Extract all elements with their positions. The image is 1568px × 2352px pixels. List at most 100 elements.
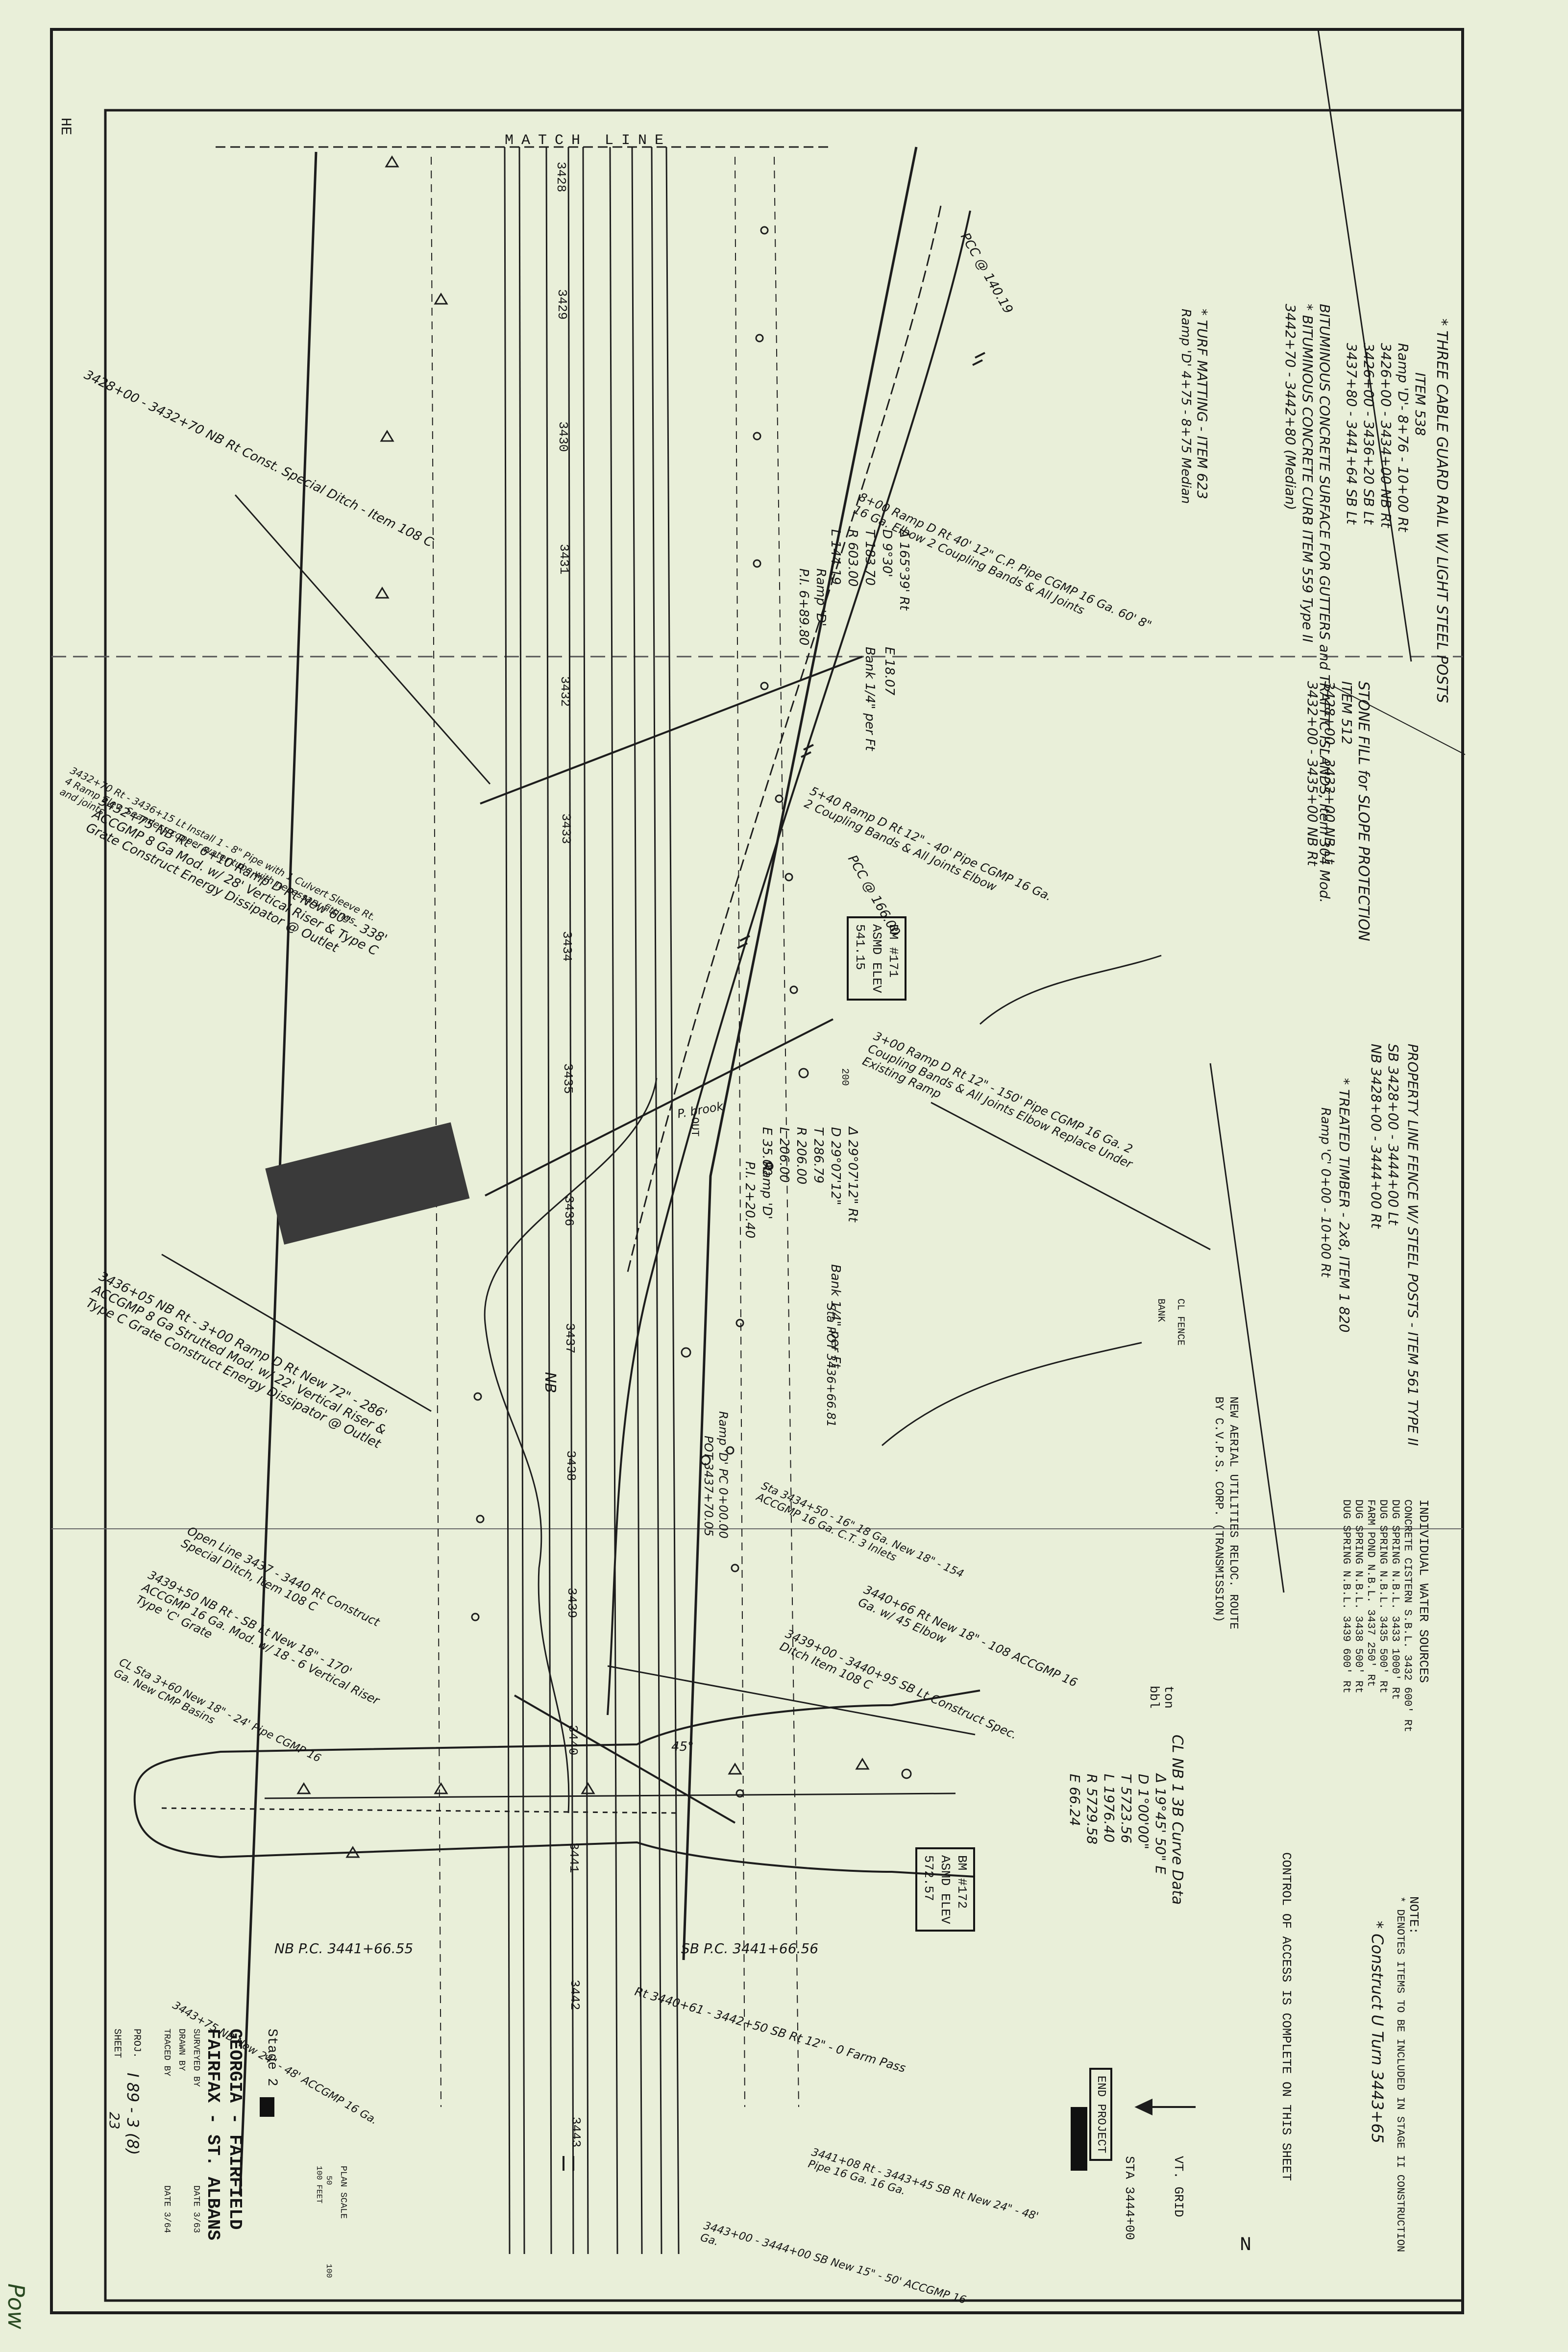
curve-data-title: CL NB 1 3B Curve Data: [1169, 1735, 1186, 1905]
title-drawn: DRAWN BY: [176, 2029, 186, 2071]
map-label: OUT: [688, 1117, 701, 1137]
property-line-left: [239, 151, 318, 2196]
station-mark: SB P.C. 3441+66.56: [681, 1940, 819, 1957]
benchmark-elev: ASMD ELEV: [938, 1855, 953, 1924]
curve-data-row: T 5723.56: [1118, 1774, 1134, 1843]
curve-data-row: L 1976.40: [1101, 1774, 1117, 1843]
plan-scale-title: PLAN SCALE: [338, 2166, 348, 2219]
benchmark-box: BM #172 ASMD ELEV 572.57: [915, 1847, 975, 1932]
station-label: 3442: [567, 1980, 582, 2010]
title-stage: Stage 2: [264, 2029, 279, 2086]
note-bituminous-line: 3442+70 - 3442+80 (Median): [1282, 304, 1298, 511]
end-project-label: END PROJECT: [1094, 2076, 1107, 2154]
station-label: 3428: [554, 162, 568, 193]
note-stone-fill-line: 3428+00 - 3433+00 NB Lt: [1322, 681, 1338, 864]
note-utilities-title: NEW AERIAL UTILITIES RELOC. ROUTE: [1226, 1396, 1240, 1630]
curve-data-row: R 5729.58: [1084, 1774, 1100, 1845]
station-label: 3440: [565, 1725, 580, 1756]
notes-heading: NOTE:: [1406, 1896, 1421, 1935]
note-guard-rail-line: 3426+00 - 3434+00 NB Rt: [1378, 343, 1394, 528]
ramp-curve-row: E 35.00: [760, 1127, 774, 1176]
ramp-curve-row: L 206.00: [777, 1127, 791, 1183]
note-guard-rail-line: ITEM 538: [1412, 372, 1428, 436]
curve-data-row: E 66.24: [1067, 1774, 1083, 1826]
note-timber-title: * TREATED TIMBER - 2x8, ITEM 1 820: [1336, 1078, 1352, 1333]
station-mark: Ramp 'D' PC 0+00.00: [716, 1411, 730, 1539]
plan-scale-value: 100 FEET: [315, 2166, 323, 2204]
title-block: Stage 2 GEORGIA - FAIRFIELD FAIRFAX - ST…: [83, 2019, 377, 2293]
note-bituminous-line: * BITUMINOUS CONCRETE CURB ITEM 559 Type…: [1299, 304, 1316, 643]
station-label: 3429: [555, 289, 569, 320]
ramp-curve-row: T 183.70: [862, 529, 877, 586]
grid-label: VT. GRID: [1171, 2156, 1186, 2217]
note-turf-title: * TURF MATTING - ITEM 623: [1194, 309, 1210, 499]
station-label: 3432: [558, 676, 572, 707]
ramp-curve-row: R 206.00: [794, 1127, 808, 1185]
title-town: FAIRFAX - ST. ALBANS: [203, 2029, 223, 2241]
highway-lines: [504, 147, 680, 2254]
ramp-curve-row: D 9°30': [880, 529, 894, 578]
station-label: 3431: [557, 544, 571, 575]
note-water-line: DUG SPRING N.B.L. 3433 1000' Rt: [1389, 1499, 1401, 1700]
benchmark-title: BM #172: [955, 1855, 969, 1909]
curve-data-row: Δ 19°45' 50" E: [1152, 1774, 1169, 1875]
property-line-right: [682, 147, 918, 1960]
ramp-d-edge: [626, 205, 942, 1274]
u-turn-outline: [133, 1690, 980, 1804]
note-water-title: INDIVIDUAL WATER SOURCES: [1416, 1499, 1431, 1683]
ramp-curve-title: Ramp 'D': [813, 568, 828, 627]
match-line-label: MATCH LINE: [505, 132, 672, 149]
outer-border: [50, 28, 1464, 2314]
note-timber-line: Ramp 'C' 0+00 - 10+00 Rt: [1318, 1107, 1333, 1277]
ramp-curve-row: Δ 29°07'12" Rt: [845, 1127, 860, 1222]
culvert-pipe: [485, 1018, 833, 1197]
title-date: DATE 3/63: [191, 2185, 201, 2233]
culvert-pipe: [514, 1694, 736, 1824]
note-fence-line: NB 3428+00 - 3444+00 Rt: [1368, 1044, 1384, 1228]
end-project-box: END PROJECT: [1089, 2068, 1112, 2161]
note-water-line: DUG SPRING N.B.L. 3439 600' Rt: [1340, 1499, 1352, 1694]
map-label: 45°: [671, 1740, 694, 1754]
control-access-note: CONTROL OF ACCESS IS COMPLETE ON THIS SH…: [1279, 1852, 1294, 2181]
note-guard-rail-line: 3426+00 - 3436+20 SB Lt: [1361, 343, 1377, 524]
ramp-curve-row: D 29°07'12": [828, 1127, 843, 1205]
note-utilities-line: BY C.V.P.S. CORP. (TRANSMISSION): [1212, 1396, 1225, 1622]
station-label: 3443: [568, 2117, 583, 2148]
benchmark-value: 572.57: [921, 1855, 936, 1901]
sheet-mark: HE: [57, 118, 74, 136]
note-turf-line: Ramp 'D' 4+75 - 8+75 Median: [1178, 309, 1193, 504]
ramp-curve-row: P.I. 6+89.80: [796, 568, 811, 646]
station-label: 3441: [566, 1842, 581, 1873]
title-sheet-no: 23: [106, 2112, 122, 2130]
end-project-marker: [1071, 2107, 1087, 2171]
title-sheet-label: SHEET: [111, 2029, 122, 2058]
ramp-curve-row: T 286.79: [811, 1127, 826, 1184]
plan-scale-value: 100: [324, 2264, 333, 2278]
map-label: ton: [1161, 1686, 1176, 1709]
margin-handwriting: Pow: [3, 2283, 29, 2329]
ramp-curve-row: Bank 1/4" per Ft: [862, 647, 877, 751]
u-turn-note: * Construct U Turn 3443+65: [1368, 1921, 1387, 2144]
culvert-pipe: [480, 656, 863, 805]
station-label: 3433: [559, 813, 573, 844]
north-arrow: [1134, 2098, 1196, 2116]
map-label: NB: [541, 1372, 559, 1394]
note-water-line: FARM POND N.B.L. 3437 250' Rt: [1365, 1499, 1377, 1687]
note-fence-line: SB 3428+00 - 3444+00 Lt: [1385, 1044, 1401, 1225]
title-surveyed: SURVEYED BY: [191, 2029, 201, 2087]
title-state: GEORGIA - FAIRFIELD: [225, 2029, 245, 2230]
map-label: 200: [839, 1068, 850, 1086]
guard-rail-markers: [296, 155, 870, 1858]
station-label: 3436: [562, 1196, 576, 1226]
note-water-line: CONCRETE CISTERN S.B.L. 3432 600' Rt: [1401, 1499, 1414, 1733]
note-stone-fill-line: ITEM 512: [1339, 681, 1355, 745]
curve-data-row: D 1°00'00": [1135, 1774, 1152, 1850]
plan-scale-value: 50: [324, 2176, 333, 2185]
station-mark: POT 3437+70.05: [702, 1436, 715, 1537]
stage-box: [260, 2097, 274, 2117]
station-label: 3438: [564, 1450, 578, 1481]
map-label: bbl: [1147, 1686, 1161, 1709]
inner-border: [104, 109, 1464, 2302]
ramp-d-curve: [607, 210, 971, 1715]
